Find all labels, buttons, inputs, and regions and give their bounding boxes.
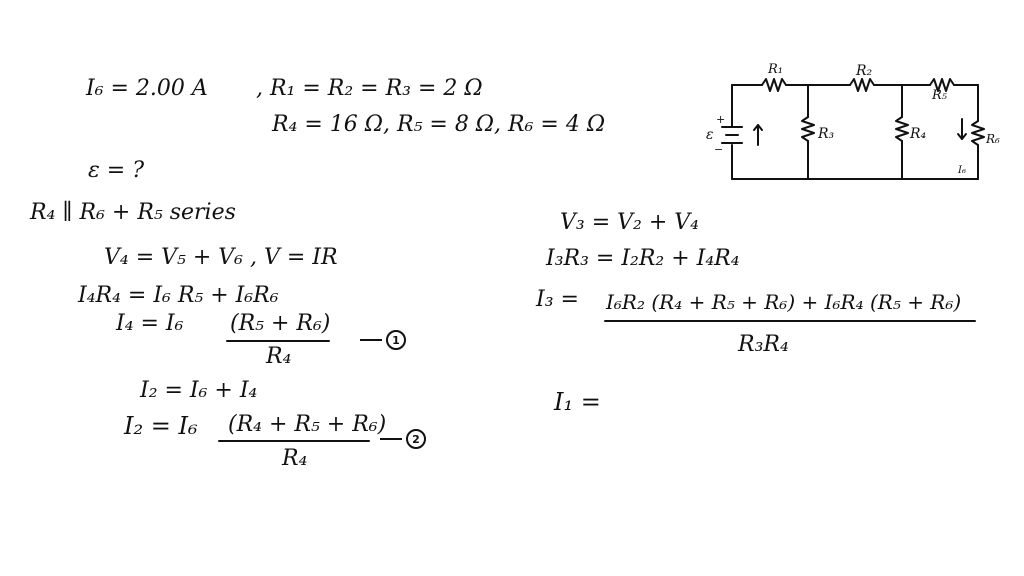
circuit-diagram: R₁ R₂ R₅ R₃ R₄ R₆ ε + − I₆ bbox=[706, 62, 1000, 180]
equation-i3-numerator: I₆R₂ (R₄ + R₅ + R₆) + I₆R₄ (R₅ + R₆) bbox=[606, 290, 962, 314]
label-r2: R₂ bbox=[855, 63, 873, 79]
label-r6: R₆ bbox=[985, 132, 1000, 146]
equation-i4-denominator: R₄ bbox=[266, 344, 292, 369]
equation-v4: V₄ = V₅ + V₆ bbox=[104, 245, 243, 270]
resistor-r3 bbox=[801, 116, 815, 142]
label-r5: R₅ bbox=[931, 88, 948, 103]
given-resistors-line-2: R₄ = 16 Ω, R₅ = 8 Ω, R₆ = 4 Ω bbox=[272, 112, 606, 137]
emf-question: ε = ? bbox=[88, 158, 145, 183]
resistor-r6 bbox=[971, 120, 985, 146]
marker-circle-2: 2 bbox=[406, 429, 426, 449]
fraction-bar-i2 bbox=[218, 440, 370, 442]
fraction-bar-i3 bbox=[604, 320, 976, 322]
label-r3: R₃ bbox=[817, 126, 835, 142]
equation-i2-sum: I₂ = I₆ + I₄ bbox=[140, 378, 258, 403]
equation-marker-1: 1 bbox=[360, 330, 406, 350]
equation-i4-numerator: (R₅ + R₆) bbox=[230, 311, 331, 336]
label-r4: R₄ bbox=[909, 126, 927, 142]
label-plus: + bbox=[716, 113, 725, 126]
label-minus: − bbox=[714, 143, 723, 156]
parallel-series-relation: R₄ ∥ R₆ + R₅ series bbox=[30, 200, 236, 225]
given-resistors-line-1: , R₁ = R₂ = R₃ = 2 Ω bbox=[256, 76, 483, 101]
label-emf: ε bbox=[706, 127, 714, 143]
label-i6: I₆ bbox=[957, 165, 966, 176]
equation-i2-numerator: (R₄ + R₅ + R₆) bbox=[228, 412, 387, 437]
marker-circle-1: 1 bbox=[386, 330, 406, 350]
equation-v3: V₃ = V₂ + V₄ bbox=[560, 210, 699, 235]
equation-i2-denominator: R₄ bbox=[282, 446, 308, 471]
resistor-r4 bbox=[895, 116, 909, 142]
equation-i3r3: I₃R₃ = I₂R₂ + I₄R₄ bbox=[546, 246, 740, 271]
equation-i4r4: I₄R₄ = I₆ R₅ + I₆R₆ bbox=[78, 283, 279, 308]
resistor-r1 bbox=[761, 78, 787, 92]
given-current: I₆ = 2.00 A bbox=[86, 76, 208, 101]
equation-i3-lhs: I₃ = bbox=[536, 287, 579, 312]
resistor-r2 bbox=[849, 78, 875, 92]
label-r1: R₁ bbox=[767, 62, 783, 77]
current-arrow-i6-head bbox=[957, 133, 967, 140]
equation-i1: I₁ = bbox=[554, 388, 601, 416]
equation-ohms-law: , V = IR bbox=[250, 245, 338, 270]
fraction-bar-i4 bbox=[226, 340, 330, 342]
equation-i3-denominator: R₃R₄ bbox=[738, 332, 789, 357]
equation-i4-lhs: I₄ = I₆ bbox=[116, 311, 184, 336]
equation-i2-lhs: I₂ = I₆ bbox=[124, 412, 198, 440]
equation-marker-2: 2 bbox=[380, 429, 426, 449]
resistor-r5 bbox=[929, 78, 955, 92]
current-arrow-battery-head bbox=[753, 124, 763, 131]
